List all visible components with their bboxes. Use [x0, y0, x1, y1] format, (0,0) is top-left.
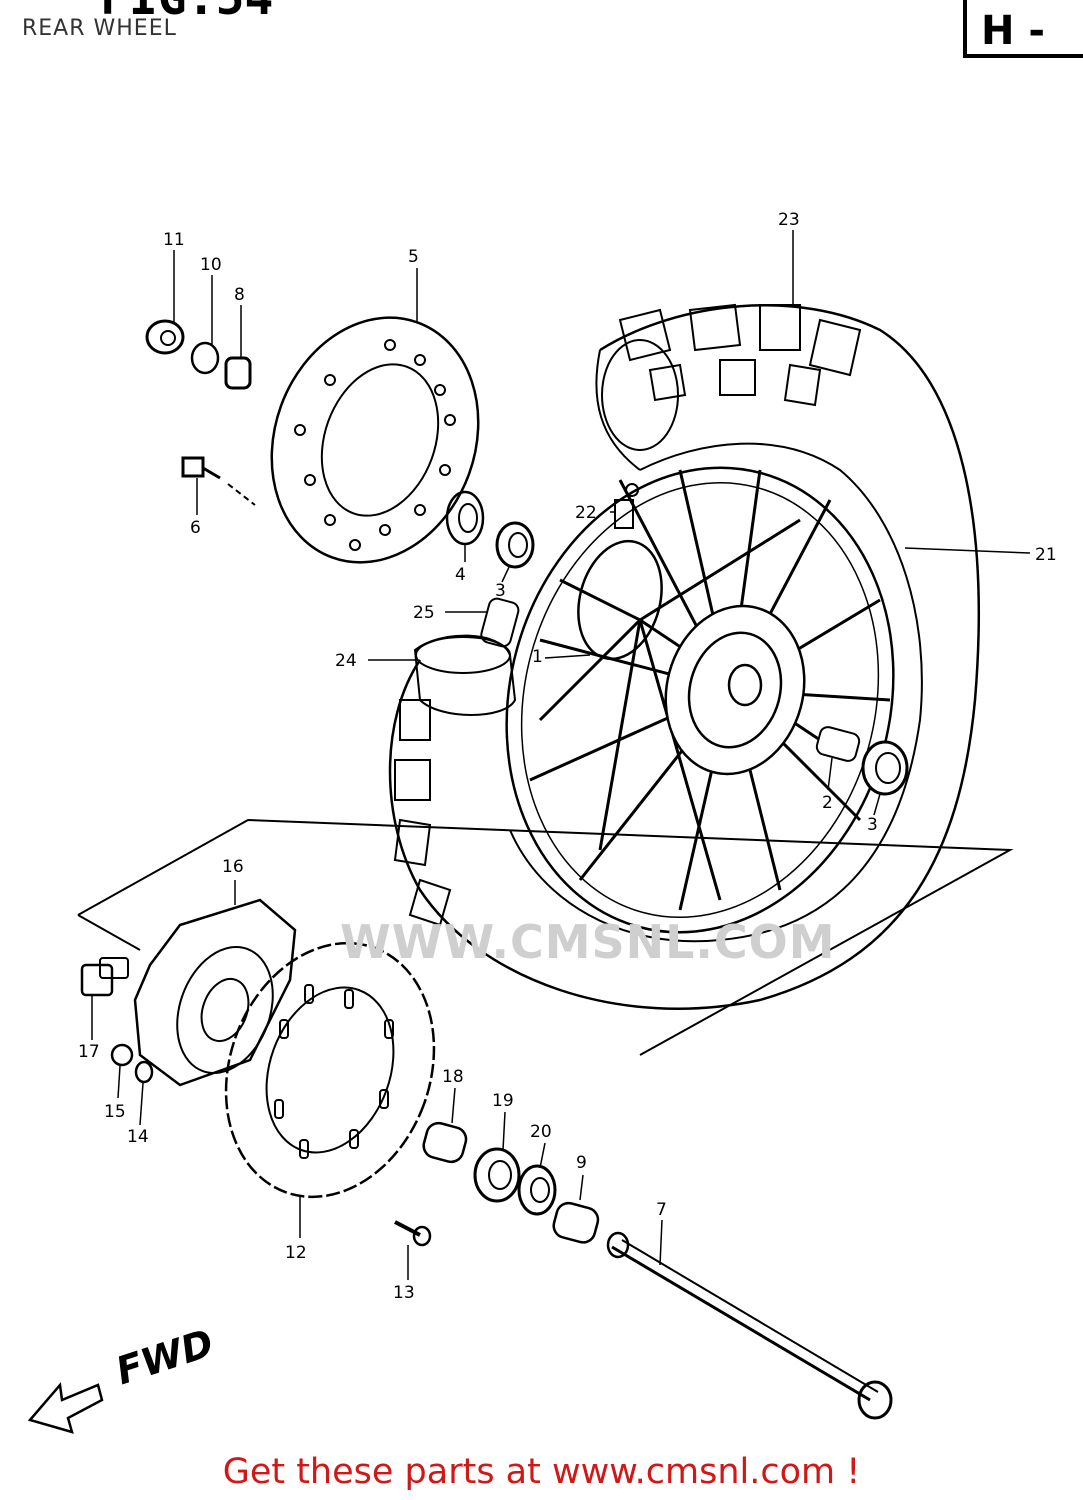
part-label-14: 14	[127, 1127, 149, 1147]
washer-10	[190, 341, 220, 375]
sprocket-carrier-16	[133, 898, 297, 1087]
part-label-13: 13	[393, 1283, 415, 1303]
rim-band-22	[614, 483, 639, 529]
part-label-7: 7	[656, 1200, 667, 1220]
nut-8	[224, 356, 252, 390]
assembly-frame-left	[77, 914, 141, 951]
part-label-3: 3	[495, 581, 506, 601]
part-label-1: 1	[532, 647, 543, 667]
leader-lines	[91, 230, 1031, 1280]
part-label-22: 22	[575, 503, 597, 523]
footer-link[interactable]: Get these parts at www.cmsnl.com !	[222, 1452, 861, 1492]
part-label-19: 19	[492, 1091, 514, 1111]
part-label-4: 4	[455, 565, 466, 585]
part-label-20: 20	[530, 1122, 552, 1142]
page-title: REAR WHEEL	[22, 16, 177, 41]
part-label-2: 2	[822, 793, 833, 813]
fwd-arrow-icon	[27, 1382, 104, 1434]
part-label-25: 25	[413, 603, 435, 623]
assembly-frame	[77, 818, 1014, 1056]
bearing-3-left	[495, 521, 535, 569]
part-label-6: 6	[190, 518, 201, 538]
sprocket-12	[224, 941, 436, 1199]
part-label-12: 12	[285, 1243, 307, 1263]
part-label-21: 21	[1035, 545, 1057, 565]
part-label-15: 15	[104, 1102, 126, 1122]
bearing-19	[473, 1147, 521, 1203]
nut-15	[110, 1043, 134, 1067]
part-label-9: 9	[576, 1153, 587, 1173]
bolt-13	[394, 1220, 432, 1247]
washer-14	[134, 1060, 154, 1084]
brake-disc-5	[270, 316, 480, 564]
part-label-8: 8	[234, 285, 245, 305]
spacer-2	[815, 726, 861, 762]
spacer-18	[422, 1121, 468, 1164]
nut-11	[145, 319, 185, 355]
part-label-11: 11	[163, 230, 185, 250]
bolt-6	[181, 456, 256, 506]
tube-24	[413, 634, 517, 716]
seal-4	[445, 490, 485, 546]
damper-17	[80, 957, 129, 997]
collar-9	[552, 1201, 600, 1244]
watermark: WWW.CMSNL.COM	[340, 915, 836, 969]
part-label-5: 5	[408, 247, 419, 267]
part-label-23: 23	[778, 210, 800, 230]
valve-25	[480, 597, 520, 648]
part-label-3: 3	[867, 815, 878, 835]
figure-number-fragment: FIG.54	[100, 0, 273, 26]
hub	[577, 539, 806, 776]
part-label-10: 10	[200, 255, 222, 275]
figure-corner-box: H -	[963, 0, 1083, 58]
part-label-16: 16	[222, 857, 244, 877]
part-label-17: 17	[78, 1042, 100, 1062]
seal-20	[517, 1164, 557, 1216]
bearing-3-right	[861, 740, 909, 796]
part-label-24: 24	[335, 651, 357, 671]
tire	[388, 303, 980, 1010]
part-label-18: 18	[442, 1067, 464, 1087]
figure-corner-label: H -	[981, 8, 1046, 54]
axle-7	[606, 1231, 893, 1420]
